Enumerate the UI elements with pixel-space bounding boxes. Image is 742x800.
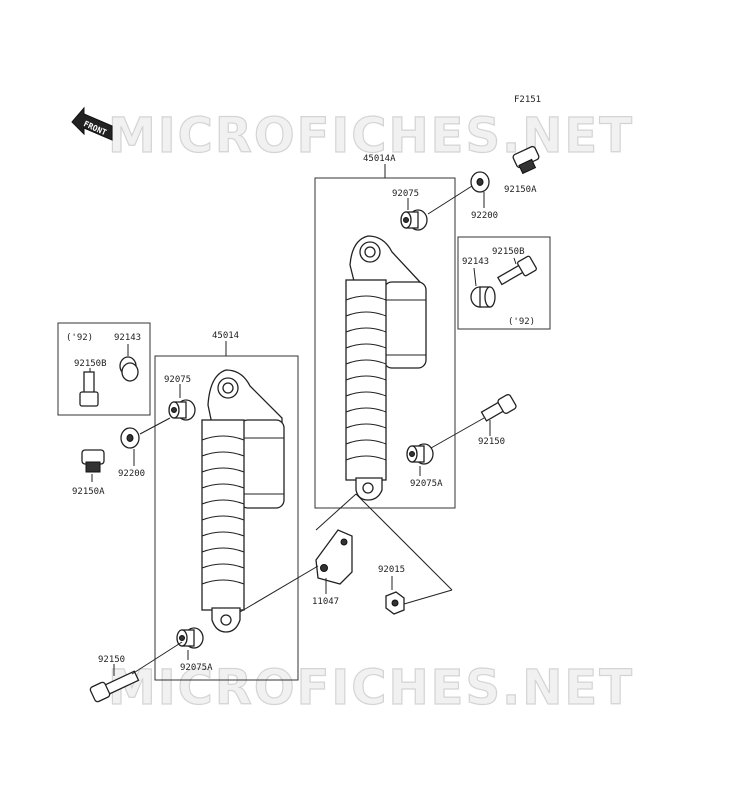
shock-absorber-left	[201, 369, 285, 633]
label-box-left-bolt: 92150B	[74, 359, 107, 369]
label-bushing-left-bottom: 92075A	[180, 663, 213, 673]
label-bolt-left-bottom: 92150	[98, 655, 125, 665]
washer-92200-left	[120, 427, 140, 449]
label-washer-right: 92200	[471, 211, 498, 221]
bolt-92150a-right	[512, 145, 540, 175]
washer-92200-right	[470, 171, 490, 193]
bolt-92150b-right	[496, 255, 537, 286]
label-bushing-right-bottom: 92075A	[410, 479, 443, 489]
label-box-right-collar: 92143	[462, 257, 489, 267]
label-nut: 92015	[378, 565, 405, 575]
watermark-bottom: MICROFICHES.NET	[108, 660, 634, 716]
label-bushing-right-top: 92075	[392, 189, 419, 199]
label-box-right-year: ('92)	[508, 317, 535, 327]
label-washer-left: 92200	[118, 469, 145, 479]
label-box-left-year: ('92)	[66, 333, 93, 343]
box-left-92	[57, 322, 151, 416]
front-arrow-icon: FRONT	[71, 106, 113, 141]
bolt-92150b-left	[79, 371, 99, 407]
label-bolt-right-bottom: 92150	[478, 437, 505, 447]
bolt-92150a-left	[81, 449, 105, 473]
bushing-92075-left	[168, 399, 196, 421]
shock-absorber-right	[345, 235, 427, 501]
collar-92143-left	[119, 356, 139, 382]
bracket-11047	[315, 529, 353, 585]
collar-92143-right	[470, 286, 496, 308]
label-bracket: 11047	[312, 597, 339, 607]
label-assy-left: 45014	[212, 331, 239, 341]
label-box-right-bolt: 92150B	[492, 247, 525, 257]
label-bushing-left-top: 92075	[164, 375, 191, 385]
bushing-92075a-left	[176, 627, 204, 649]
bushing-92075-right	[400, 209, 428, 231]
figure-code: F2151	[514, 95, 541, 105]
label-assy-right: 45014A	[363, 154, 396, 164]
nut-92015	[385, 591, 405, 615]
bolt-92150-right	[480, 394, 517, 422]
label-box-left-collar: 92143	[114, 333, 141, 343]
label-bolt-right-top: 92150A	[504, 185, 537, 195]
box-right-92	[457, 236, 551, 330]
bolt-92150-left	[89, 670, 140, 703]
bushing-92075a-right	[406, 443, 434, 465]
watermark-top: MICROFICHES.NET	[108, 108, 634, 164]
label-bolt-left-top: 92150A	[72, 487, 105, 497]
